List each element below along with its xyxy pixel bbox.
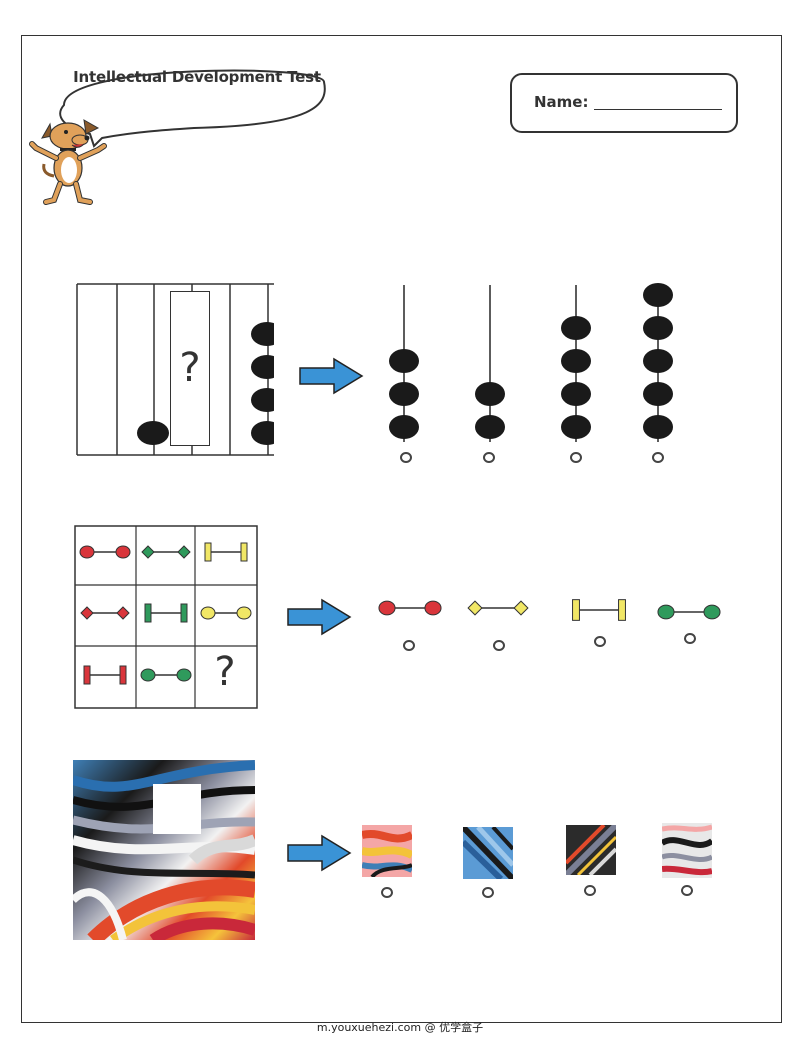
red-diamond-shape	[116, 606, 130, 620]
option-bead	[475, 415, 505, 439]
footer-source: m.youxuehezi.com @ 优学盒子	[316, 1021, 484, 1034]
swirl-piece-option-d[interactable]	[662, 823, 712, 878]
swirl-piece-option-b[interactable]	[463, 827, 513, 879]
green-circle-shape	[176, 668, 192, 682]
option-circle-q3-c[interactable]	[584, 885, 596, 896]
yellow-circle-shape	[236, 606, 252, 620]
yellow-rect-shape	[572, 599, 580, 621]
option-bead	[561, 349, 591, 373]
red-rect-shape	[83, 665, 91, 685]
option-circle-q3-d[interactable]	[681, 885, 693, 896]
missing-rod-box: ?	[170, 291, 210, 446]
option-circle-q1-c[interactable]	[570, 452, 582, 463]
option-circle-q1-b[interactable]	[483, 452, 495, 463]
yellow-diamond-shape	[467, 600, 483, 616]
name-input-line[interactable]	[594, 109, 722, 110]
option-bead	[389, 382, 419, 406]
yellow-rect-shape	[240, 542, 248, 562]
speech-bubble	[59, 69, 326, 148]
abacus-bead	[251, 355, 274, 379]
swirl-piece-option-a[interactable]	[362, 825, 412, 877]
option-circle-q3-a[interactable]	[381, 887, 393, 898]
green-circle-shape	[657, 604, 675, 620]
abacus-bead	[137, 421, 169, 445]
option-circle-q2-b[interactable]	[493, 640, 505, 651]
option-circle-q1-d[interactable]	[652, 452, 664, 463]
green-rect-shape	[180, 603, 188, 623]
yellow-rect-shape	[204, 542, 212, 562]
option-bead	[643, 316, 673, 340]
option-circle-q2-a[interactable]	[403, 640, 415, 651]
option-bead	[643, 382, 673, 406]
shape-matrix	[74, 525, 258, 709]
option-circle-q3-b[interactable]	[482, 887, 494, 898]
yellow-diamond-shape	[513, 600, 529, 616]
name-label: Name:	[534, 93, 589, 111]
red-circle-shape	[378, 600, 396, 616]
swirl-image	[73, 760, 255, 940]
dog-mascot-icon	[29, 119, 107, 205]
abacus-bead	[251, 421, 274, 445]
green-rect-shape	[144, 603, 152, 623]
question-mark: ?	[179, 345, 201, 391]
yellow-rect-shape	[618, 599, 626, 621]
red-circle-shape	[424, 600, 442, 616]
option-bead	[643, 349, 673, 373]
green-circle-shape	[703, 604, 721, 620]
arrow-icon	[287, 598, 352, 636]
shape-options[interactable]	[372, 592, 732, 632]
green-circle-shape	[140, 668, 156, 682]
matrix-question-mark: ?	[214, 649, 236, 695]
yellow-circle-shape	[200, 606, 216, 620]
red-circle-shape	[115, 545, 131, 559]
abacus-bead	[251, 388, 274, 412]
abacus-options[interactable]	[380, 280, 700, 470]
name-box	[510, 73, 738, 133]
option-bead	[643, 415, 673, 439]
test-title: Intellectual Development Test	[73, 68, 321, 86]
option-bead	[475, 382, 505, 406]
option-bead	[561, 415, 591, 439]
option-circle-q2-d[interactable]	[684, 633, 696, 644]
option-bead	[643, 283, 673, 307]
arrow-icon	[287, 834, 352, 872]
red-diamond-shape	[80, 606, 94, 620]
option-bead	[561, 316, 591, 340]
green-diamond-shape	[177, 545, 191, 559]
option-bead	[389, 349, 419, 373]
swirl-piece-option-c[interactable]	[566, 825, 616, 875]
red-circle-shape	[79, 545, 95, 559]
option-bead	[389, 415, 419, 439]
option-circle-q2-c[interactable]	[594, 636, 606, 647]
arrow-icon	[299, 357, 364, 395]
option-circle-q1-a[interactable]	[400, 452, 412, 463]
abacus-bead	[251, 322, 274, 346]
option-bead	[561, 382, 591, 406]
missing-piece-hole	[153, 784, 201, 834]
green-diamond-shape	[141, 545, 155, 559]
page-border	[21, 35, 782, 1023]
red-rect-shape	[119, 665, 127, 685]
